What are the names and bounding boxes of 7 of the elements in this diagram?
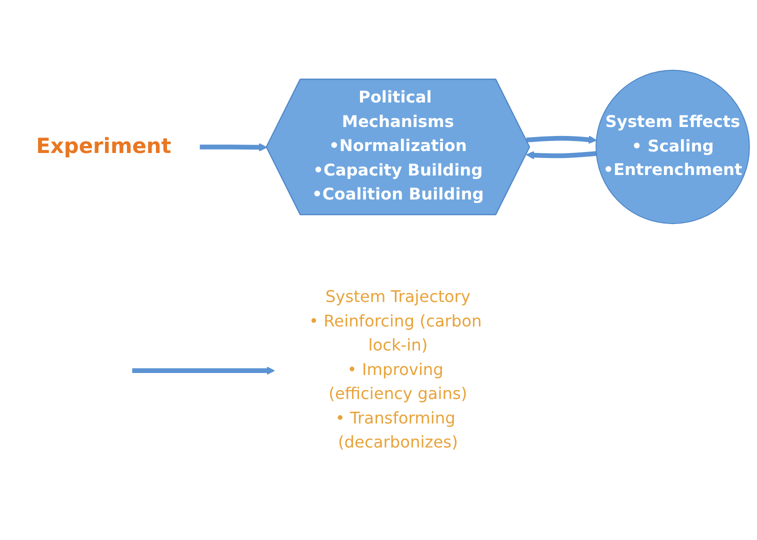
node-text: Experiment	[36, 135, 172, 159]
arrow	[132, 366, 275, 375]
arrow	[526, 136, 597, 144]
node-text: System Trajectory • Reinforcing (carbon lock-in) • Improving (efficiency gains) • Transforming (decarbonizes)	[308, 288, 482, 452]
arrow	[526, 150, 597, 160]
node-circle: System Effects • Scaling •Entrenchment	[596, 70, 750, 224]
arrow	[200, 143, 268, 152]
